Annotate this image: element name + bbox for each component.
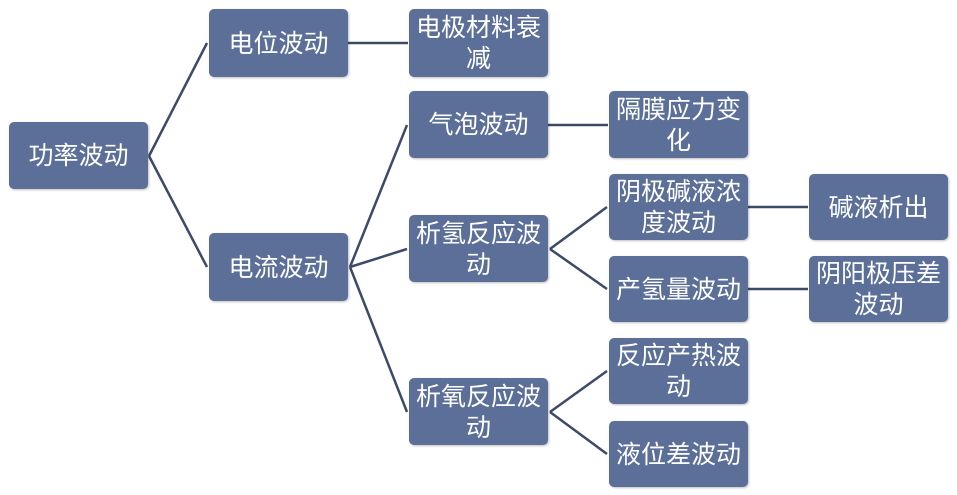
node-current-fluctuation: 电流波动 bbox=[209, 233, 348, 301]
node-label: 电流波动 bbox=[228, 252, 329, 282]
node-label: 隔膜应力变化 bbox=[616, 94, 742, 155]
node-pressure-difference: 阴阳极压差波动 bbox=[809, 256, 948, 322]
node-label: 析氢反应波动 bbox=[416, 218, 542, 279]
connector-current-her bbox=[349, 247, 408, 269]
node-label: 碱液析出 bbox=[828, 192, 929, 222]
node-oer-fluctuation: 析氧反应波动 bbox=[409, 378, 548, 445]
node-lye-precipitation: 碱液析出 bbox=[809, 174, 948, 240]
connector-current-bubble bbox=[348, 124, 409, 268]
node-label: 功率波动 bbox=[28, 141, 129, 170]
node-cathode-lye-concentration: 阴极碱液浓度波动 bbox=[609, 174, 748, 240]
node-power-fluctuation: 功率波动 bbox=[9, 122, 148, 189]
node-h2-output: 产氢量波动 bbox=[609, 256, 748, 322]
node-potential-fluctuation: 电位波动 bbox=[209, 9, 348, 77]
connector-power-potential bbox=[147, 42, 209, 157]
connector-oer-level bbox=[549, 410, 608, 456]
connector-oer-heat bbox=[549, 369, 608, 414]
connector-power-current bbox=[147, 155, 209, 268]
node-label: 阴极碱液浓度波动 bbox=[616, 177, 742, 237]
node-label: 气泡波动 bbox=[428, 110, 529, 139]
node-label: 电位波动 bbox=[228, 28, 329, 58]
node-reaction-heat: 反应产热波动 bbox=[609, 338, 748, 404]
node-label: 电极材料衰减 bbox=[416, 13, 542, 73]
node-label: 析氧反应波动 bbox=[416, 381, 542, 442]
node-bubble-fluctuation: 气泡波动 bbox=[409, 91, 548, 158]
connector-her-lye bbox=[549, 205, 608, 251]
node-label: 产氢量波动 bbox=[616, 274, 742, 304]
node-level-difference: 液位差波动 bbox=[609, 421, 748, 487]
node-electrode-decay: 电极材料衰减 bbox=[409, 9, 548, 77]
connector-her-h2 bbox=[549, 247, 608, 291]
node-label: 反应产热波动 bbox=[616, 341, 742, 401]
node-membrane-stress: 隔膜应力变化 bbox=[609, 91, 748, 158]
node-her-fluctuation: 析氢反应波动 bbox=[409, 215, 548, 282]
node-label: 液位差波动 bbox=[616, 439, 742, 469]
node-label: 阴阳极压差波动 bbox=[816, 259, 942, 319]
connector-current-oer bbox=[348, 266, 409, 413]
